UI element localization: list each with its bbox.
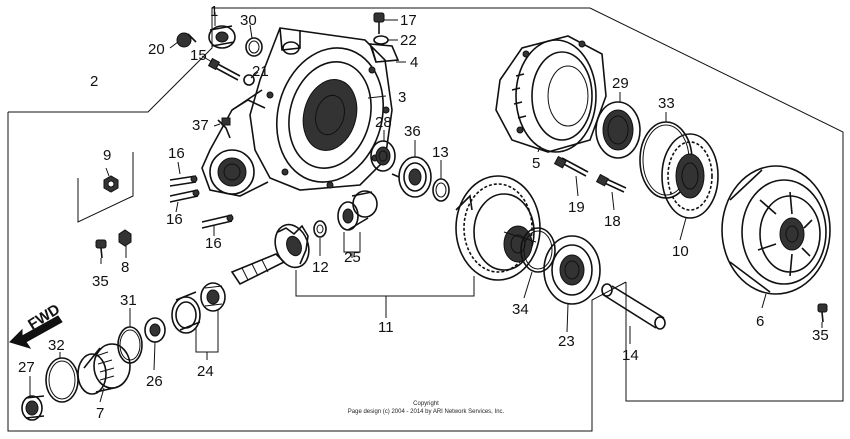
callout-16-b: 16: [166, 211, 183, 228]
part-22-washer: [373, 35, 389, 45]
part-31-o-ring: [117, 326, 143, 364]
callout-18: 18: [604, 213, 621, 230]
part-16-stud-c: [201, 214, 234, 229]
callout-3: 3: [398, 89, 406, 106]
callout-37: 37: [192, 117, 209, 134]
part-16-stud-b: [169, 189, 200, 203]
part-21-washer: [243, 74, 255, 86]
callout-9: 9: [103, 147, 111, 164]
part-12-shim: [313, 220, 327, 238]
part-32-o-ring: [45, 357, 79, 403]
callout-8: 8: [121, 259, 129, 276]
part-3-final-gear-case: [201, 27, 393, 197]
part-6-wheel-hub: [721, 165, 831, 295]
part-10-drive-hub: [661, 133, 719, 219]
part-30-o-ring: [245, 37, 263, 57]
callout-30: 30: [240, 12, 257, 29]
part-37-breather: [217, 117, 231, 139]
callout-4: 4: [410, 54, 418, 71]
part-11-pinion-shaft: [230, 223, 310, 286]
part-26-nut: [144, 317, 166, 343]
part-24-bearing-outer-race: [171, 291, 201, 334]
fwd-arrow-icon: [9, 315, 63, 349]
callout-11: 11: [378, 319, 394, 336]
callout-22: 22: [400, 32, 417, 49]
part-17-bolt: [373, 12, 385, 34]
leader-lines: [29, 12, 823, 403]
part-11-bracket: [295, 270, 475, 318]
part-28-oil-seal: [370, 140, 396, 172]
part-19-bolt: [553, 155, 589, 177]
part-9-nut: [103, 175, 119, 193]
part-35-bolt-right: [817, 303, 828, 323]
callout-10: 10: [672, 243, 689, 260]
callout-1: 1: [210, 3, 218, 20]
part-34-o-ring: [520, 227, 556, 273]
callout-35-right: 35: [812, 327, 829, 344]
assembly-outline: [7, 7, 844, 432]
copyright-line-1: Copyright: [413, 401, 439, 407]
callout-5: 5: [532, 155, 540, 172]
part-11-ring-gear: [455, 175, 541, 281]
callout-36: 36: [404, 123, 421, 140]
part-14-pin: [601, 283, 666, 330]
part-29-oil-seal: [595, 101, 641, 159]
part-7-spline-joint: [77, 343, 131, 395]
copyright-line-2: Page design (c) 2004 - 2014 by ARI Netwo…: [348, 409, 505, 415]
callout-27: 27: [18, 359, 35, 376]
part-25-bearing: [337, 190, 378, 231]
callout-25: 25: [344, 249, 361, 266]
callout-2: 2: [90, 73, 98, 90]
callout-15: 15: [190, 47, 207, 64]
callout-26: 26: [146, 373, 163, 390]
part-15-stud: [207, 57, 241, 81]
part-20-bolt: [176, 32, 197, 48]
part-36-bearing: [391, 156, 432, 198]
callout-21: 21: [252, 63, 269, 80]
callout-33: 33: [658, 95, 675, 112]
callout-28: 28: [375, 114, 392, 131]
callout-16-a: 16: [168, 145, 185, 162]
part-9-bracket-lines: [77, 152, 134, 223]
part-1-cap-nut: [208, 25, 236, 49]
callout-23: 23: [558, 333, 575, 350]
callout-17: 17: [400, 12, 417, 29]
copyright-notice: Copyright Page design (c) 2004 - 2014 by…: [348, 401, 505, 415]
part-24-bearing-inner: [200, 282, 226, 312]
part-16-stud-a: [169, 175, 198, 187]
callout-7: 7: [96, 405, 104, 422]
callout-35-left: 35: [92, 273, 109, 290]
part-35-bolt-left: [95, 239, 107, 259]
callout-34: 34: [512, 301, 529, 318]
callout-31: 31: [120, 292, 137, 309]
callout-14: 14: [622, 347, 639, 364]
part-8-nut: [118, 229, 132, 247]
callout-19: 19: [568, 199, 585, 216]
callout-13: 13: [432, 144, 449, 161]
part-23-bearing: [543, 235, 601, 305]
callout-29: 29: [612, 75, 629, 92]
part-18-bolt: [595, 173, 627, 193]
part-13-shim: [432, 178, 450, 202]
part-5-case-cover: [495, 35, 607, 153]
callout-20: 20: [148, 41, 165, 58]
callout-12: 12: [312, 259, 329, 276]
callout-24: 24: [197, 363, 214, 380]
part-4-bracket: [368, 43, 400, 63]
callout-6: 6: [756, 313, 764, 330]
callout-32: 32: [48, 337, 65, 354]
part-27-seal: [21, 395, 45, 421]
callout-16-c: 16: [205, 235, 222, 252]
